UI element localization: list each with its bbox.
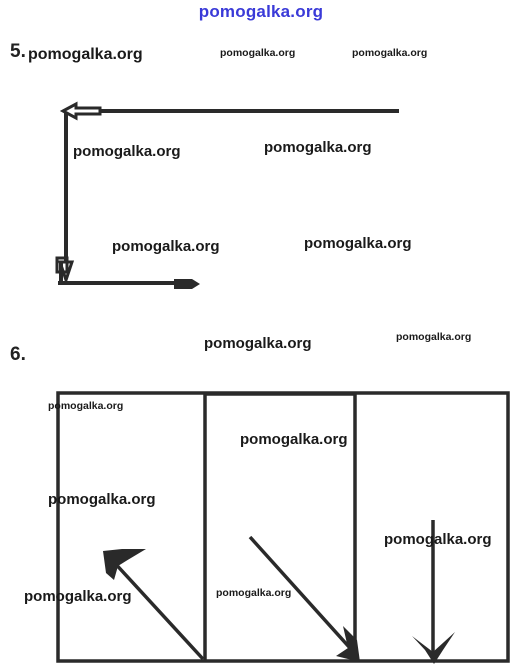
watermark: pomogalka.org bbox=[304, 235, 412, 252]
watermark: pomogalka.org bbox=[240, 431, 348, 448]
p6-arrow-3-head-icon bbox=[412, 632, 455, 664]
watermark: pomogalka.org bbox=[48, 491, 156, 508]
p5-left-arrow-icon bbox=[59, 101, 102, 121]
watermark: pomogalka.org bbox=[384, 531, 492, 548]
p6-arrow-1-shaft bbox=[110, 558, 205, 661]
watermark: pomogalka.org bbox=[112, 238, 220, 255]
p6-arrow-1-head-icon bbox=[103, 549, 146, 580]
problem-5-number: 5. bbox=[10, 41, 26, 62]
watermark: pomogalka.org bbox=[28, 46, 143, 63]
site-header[interactable]: pomogalka.org bbox=[198, 2, 324, 21]
watermark: pomogalka.org bbox=[216, 587, 292, 599]
watermark: pomogalka.org bbox=[204, 335, 312, 352]
watermark: pomogalka.org bbox=[220, 47, 296, 59]
problem-6-number: 6. bbox=[10, 344, 26, 365]
watermark: pomogalka.org bbox=[264, 139, 372, 156]
p6-arrow-2-head-icon bbox=[336, 626, 360, 662]
watermark: pomogalka.org bbox=[73, 143, 181, 160]
p5-right-arrow-icon bbox=[174, 279, 200, 289]
p6-arrow-2-shaft bbox=[248, 535, 352, 650]
watermark: pomogalka.org bbox=[396, 331, 472, 343]
watermark: pomogalka.org bbox=[24, 588, 132, 605]
watermark: pomogalka.org bbox=[352, 47, 428, 59]
watermark: pomogalka.org bbox=[48, 400, 124, 412]
